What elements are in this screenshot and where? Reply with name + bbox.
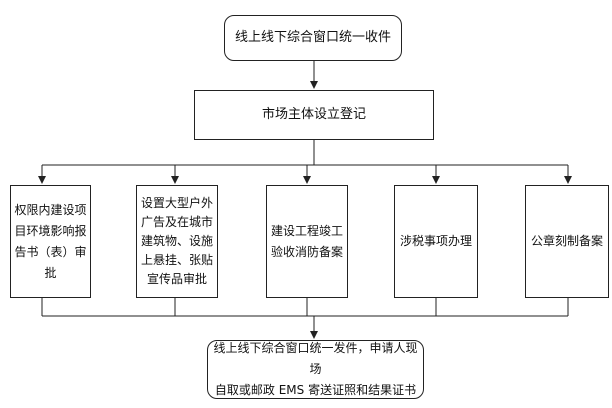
start-node: 线上线下综合窗口统一收件 xyxy=(224,15,402,61)
registration-node: 市场主体设立登记 xyxy=(194,90,434,140)
end-node: 线上线下综合窗口统一发件，申请人现场 自取或邮政 EMS 寄送证照和结果证书 xyxy=(207,340,424,399)
env-approval-node-label: 权限内建设项 目环境影响报 告书（表）审 批 xyxy=(14,202,87,280)
seal-node: 公章刻制备案 xyxy=(525,185,609,298)
seal-node-label: 公章刻制备案 xyxy=(530,234,603,248)
outdoor-ad-node-label: 设置大型户外 广告及在城市 建筑物、设施 上悬挂、张贴 宣传品审批 xyxy=(140,196,213,286)
env-approval-node: 权限内建设项 目环境影响报 告书（表）审 批 xyxy=(10,185,91,298)
tax-node: 涉税事项办理 xyxy=(394,185,478,298)
registration-node-label: 市场主体设立登记 xyxy=(261,107,366,122)
fire-acceptance-node: 建设工程竣工 验收消防备案 xyxy=(266,185,348,298)
start-node-label: 线上线下综合窗口统一收件 xyxy=(234,30,391,45)
outdoor-ad-node: 设置大型户外 广告及在城市 建筑物、设施 上悬挂、张贴 宣传品审批 xyxy=(136,185,218,298)
tax-node-label: 涉税事项办理 xyxy=(399,234,472,248)
end-node-label: 线上线下综合窗口统一发件，申请人现场 自取或邮政 EMS 寄送证照和结果证书 xyxy=(213,341,418,397)
fire-acceptance-node-label: 建设工程竣工 验收消防备案 xyxy=(270,223,343,259)
